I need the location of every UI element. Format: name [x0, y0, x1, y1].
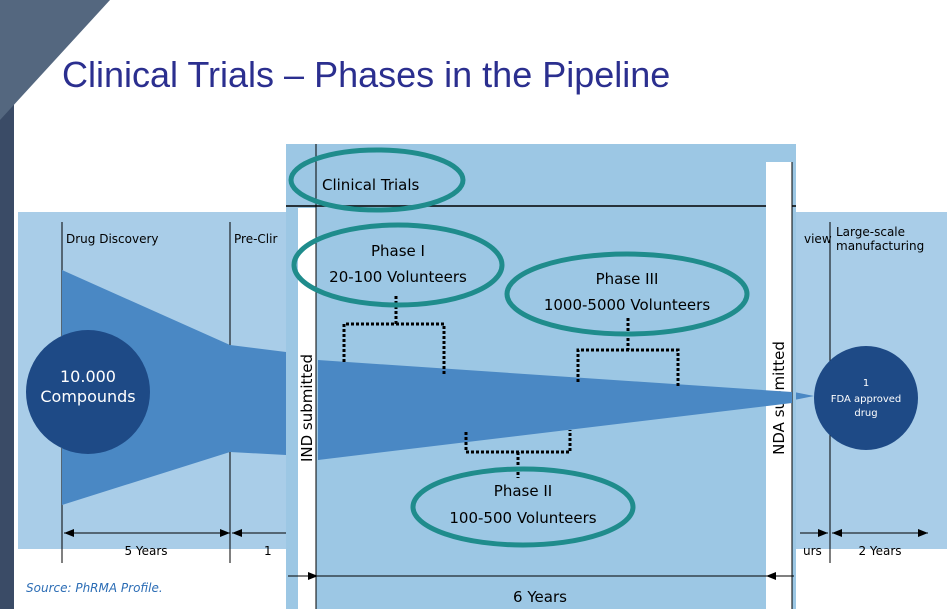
stage-label-review: view [804, 232, 832, 246]
highlight-oval-phase1 [291, 222, 505, 308]
nda-bar [766, 162, 792, 609]
highlight-oval-clinical-trials [288, 147, 466, 213]
phase2-bracket [464, 430, 572, 478]
duration-manufacturing: 2 Years [858, 544, 901, 558]
arrow-manufacturing-right-head [918, 529, 928, 537]
arrow-left-head [64, 529, 74, 537]
arrow-manufacturing-left-head [832, 529, 842, 537]
duration-clinical: 6 Years [513, 588, 567, 606]
phase1-volunteers: 20-100 Volunteers [329, 268, 467, 286]
source-citation: Source: PhRMA Profile. [26, 581, 163, 595]
compounds-count: 10.000 [60, 367, 116, 386]
stage-label-clinical-trials: Clinical Trials [322, 176, 420, 194]
duration-preclinical-partial: 1 [264, 544, 272, 558]
duration-review-partial: urs [803, 544, 822, 558]
arrow-clinical-right-head [766, 572, 776, 580]
highlight-oval-phase2 [410, 466, 636, 548]
stage-label-drug-discovery: Drug Discovery [66, 232, 159, 246]
highlight-oval-phase3 [504, 251, 750, 337]
arrow-right-head [220, 529, 230, 537]
arrow-preclinical-head [232, 529, 242, 537]
duration-discovery: 5 Years [124, 544, 167, 558]
arrow-review-head [818, 529, 828, 537]
compounds-circle [26, 330, 150, 454]
highlight-ovals [288, 147, 750, 548]
slide-title: Clinical Trials – Phases in the Pipeline [62, 54, 671, 95]
fda-drug-label-2: drug [854, 408, 877, 419]
ind-submitted-label: IND submitted [298, 354, 316, 462]
phase2-name: Phase II [494, 482, 552, 500]
arrow-clinical-left-head [308, 572, 318, 580]
phase3-name: Phase III [596, 270, 659, 288]
left-decoration [0, 0, 14, 609]
fda-drug-label-1: FDA approved [831, 394, 902, 405]
stage-label-pre-clinical: Pre-Clir [234, 232, 277, 246]
phase2-volunteers: 100-500 Volunteers [449, 509, 596, 527]
stage-label-manufacturing-2: manufacturing [836, 239, 924, 253]
compounds-label: Compounds [40, 387, 135, 406]
phase1-name: Phase I [371, 242, 425, 260]
end-connector [794, 392, 814, 400]
phase3-volunteers: 1000-5000 Volunteers [544, 296, 710, 314]
funnel-clinical [318, 360, 792, 460]
top-left-decoration [0, 0, 110, 120]
phase1-bracket [342, 296, 446, 374]
fda-drug-count: 1 [863, 378, 869, 389]
fda-drug-circle [814, 346, 918, 450]
ind-bar [298, 208, 316, 609]
stage-label-manufacturing-1: Large-scale [836, 225, 905, 239]
